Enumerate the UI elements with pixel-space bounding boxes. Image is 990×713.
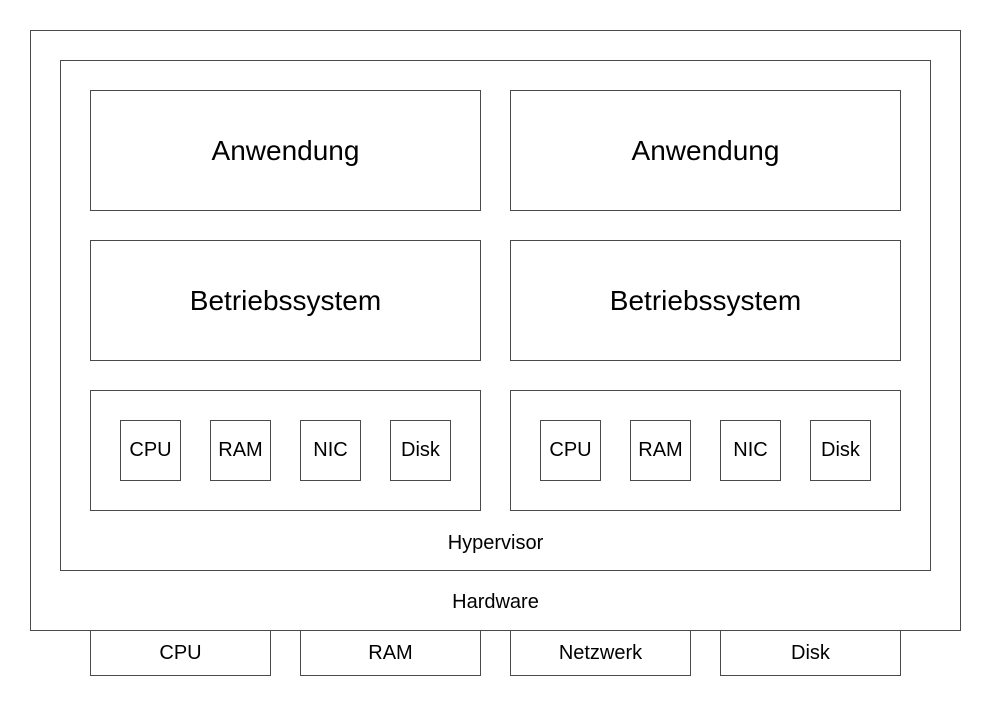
hw-network-box: Netzwerk — [510, 630, 691, 676]
vm2-nic: NIC — [720, 420, 781, 481]
hw-disk-box: Disk — [720, 630, 901, 676]
vm1-ram: RAM — [210, 420, 271, 481]
vm1-application-box: Anwendung — [90, 90, 481, 211]
vm2-application-box: Anwendung — [510, 90, 901, 211]
vm1-disk: Disk — [390, 420, 451, 481]
vm1-cpu: CPU — [120, 420, 181, 481]
vm2-cpu: CPU — [540, 420, 601, 481]
hw-cpu-box: CPU — [90, 630, 271, 676]
hypervisor-label: Hypervisor — [447, 532, 544, 554]
vm1-nic: NIC — [300, 420, 361, 481]
hardware-label: Hardware — [452, 591, 539, 613]
vm2-disk: Disk — [810, 420, 871, 481]
hw-ram-box: RAM — [300, 630, 481, 676]
vm2-os-box: Betriebssystem — [510, 240, 901, 361]
vm1-os-box: Betriebssystem — [90, 240, 481, 361]
vm2-ram: RAM — [630, 420, 691, 481]
